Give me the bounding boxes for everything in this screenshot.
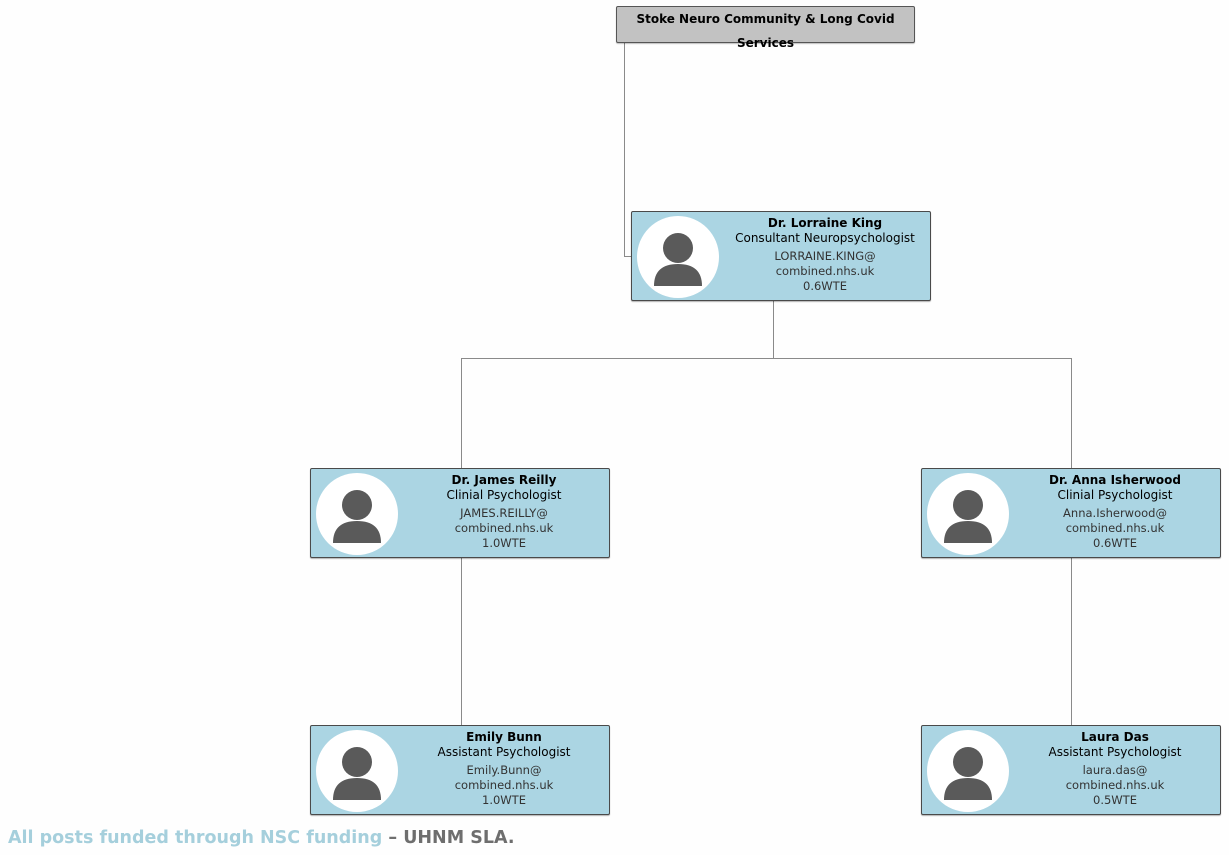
- person-silhouette-icon: [927, 473, 1009, 555]
- person-title: Clinial Psychologist: [1057, 488, 1173, 502]
- person-silhouette-icon: [927, 730, 1009, 812]
- person-email-line1: Anna.Isherwood@: [1063, 506, 1167, 520]
- person-wte: 1.0WTE: [482, 793, 526, 807]
- person-email-line2: combined.nhs.uk: [454, 778, 554, 792]
- person-title: Assistant Psychologist: [1048, 745, 1182, 759]
- person-email-line2: combined.nhs.uk: [1065, 521, 1165, 535]
- person-email-line2: combined.nhs.uk: [775, 264, 875, 278]
- person-silhouette-icon: [637, 216, 719, 298]
- funding-note-sla: – UHNM SLA.: [382, 828, 515, 848]
- person-silhouette-icon: [316, 730, 398, 812]
- person-email-line1: laura.das@: [1082, 763, 1148, 777]
- person-card-james-reilly[interactable]: Dr. James Reilly Clinial Psychologist JA…: [310, 468, 610, 558]
- funding-note: All posts funded through NSC funding – U…: [8, 828, 514, 848]
- person-name: Laura Das: [1081, 730, 1149, 744]
- connector-to-reilly: [461, 358, 462, 468]
- person-title: Clinial Psychologist: [446, 488, 562, 502]
- person-name: Emily Bunn: [466, 730, 542, 744]
- person-card-laura-das[interactable]: Laura Das Assistant Psychologist laura.d…: [921, 725, 1221, 815]
- person-email-line2: combined.nhs.uk: [454, 521, 554, 535]
- person-email-line1: Emily.Bunn@: [466, 763, 542, 777]
- person-email-line1: JAMES.REILLY@: [460, 506, 548, 520]
- person-name: Dr. Lorraine King: [767, 216, 883, 230]
- connector-horizontal: [461, 358, 1072, 359]
- connector-root-to-king-tick: [624, 256, 632, 257]
- person-email-line1: LORRAINE.KING@: [774, 249, 876, 263]
- person-card-lorraine-king[interactable]: Dr. Lorraine King Consultant Neuropsycho…: [631, 211, 931, 301]
- connector-king-down: [773, 301, 774, 358]
- connector-isherwood-to-das: [1071, 558, 1072, 726]
- root-node-label: Stoke Neuro Community & Long Covid Servi…: [636, 12, 895, 50]
- person-name: Dr. James Reilly: [451, 473, 557, 487]
- person-title: Consultant Neuropsychologist: [735, 231, 915, 245]
- connector-reilly-to-bunn: [461, 558, 462, 726]
- person-wte: 1.0WTE: [482, 536, 526, 550]
- root-node[interactable]: Stoke Neuro Community & Long Covid Servi…: [616, 6, 915, 50]
- person-card-anna-isherwood[interactable]: Dr. Anna Isherwood Clinial Psychologist …: [921, 468, 1221, 558]
- person-silhouette-icon: [316, 473, 398, 555]
- person-wte: 0.6WTE: [1093, 536, 1137, 550]
- person-wte: 0.5WTE: [1093, 793, 1137, 807]
- person-wte: 0.6WTE: [803, 279, 847, 293]
- person-name: Dr. Anna Isherwood: [1049, 473, 1181, 487]
- person-email-line2: combined.nhs.uk: [1065, 778, 1165, 792]
- person-card-emily-bunn[interactable]: Emily Bunn Assistant Psychologist Emily.…: [310, 725, 610, 815]
- connector-to-isherwood: [1071, 358, 1072, 468]
- connector-root-to-king: [624, 43, 625, 256]
- person-title: Assistant Psychologist: [437, 745, 571, 759]
- funding-note-source: All posts funded through NSC funding: [8, 828, 383, 848]
